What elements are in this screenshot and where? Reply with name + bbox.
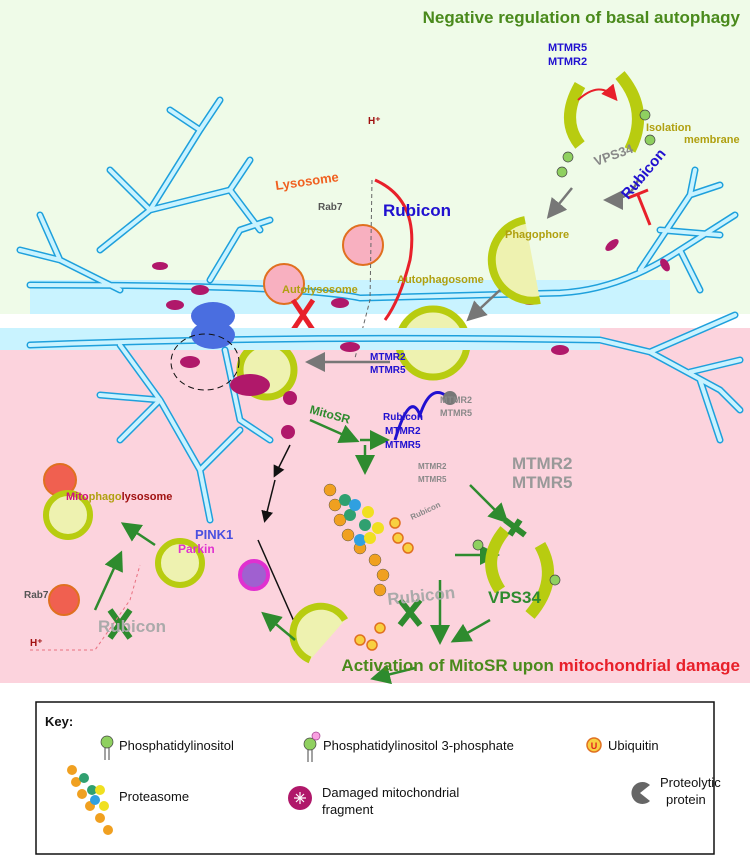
- key-label-proteasome: Proteasome: [119, 789, 189, 804]
- label-autophagosome: Autophagosome: [397, 274, 484, 286]
- label-h-plus-bottom: H⁺: [30, 638, 43, 649]
- rubicon-inhibit-arc: [374, 178, 414, 321]
- label-mitophagolysosome: Mitophagolysosome: [66, 491, 172, 503]
- ubiquitin-icon: U: [586, 737, 602, 753]
- red-arrow-mtmr: [577, 83, 618, 102]
- top-panel-background: [0, 0, 750, 314]
- label-rab7-bottom: Rab7: [24, 590, 49, 601]
- label-parkin: Parkin: [178, 542, 215, 556]
- label-mtmr2-gray: MTMR2: [440, 395, 472, 405]
- key-label-proteolytic-1: Proteolytic: [660, 775, 721, 790]
- label-mtmr5-gray: MTMR5: [440, 408, 472, 418]
- label-mtmr5-top: MTMR5: [370, 365, 406, 376]
- isolation-membrane-shape: [556, 71, 656, 178]
- key-label-proteolytic-2: protein: [666, 792, 706, 807]
- label-mtmr2-small: MTMR2: [418, 462, 447, 471]
- label-membrane: membrane: [684, 134, 740, 146]
- mtmr-protein-coil: [393, 391, 446, 441]
- block-x-icon-mtmr: [503, 517, 527, 538]
- key-box: [35, 701, 715, 855]
- isolation-membrane-bottom: [472, 526, 561, 619]
- label-vps34-bottom: VPS34: [488, 588, 541, 607]
- block-x-icon-rubicon-left: [107, 608, 133, 640]
- key-label-damaged-mito-1: Damaged mitochondrial: [322, 785, 459, 800]
- label-mtmr5: MTMR5: [548, 42, 587, 54]
- svg-text:U: U: [591, 741, 598, 751]
- block-x-icon-rubicon: [397, 598, 423, 627]
- label-rubicon-left: Rubicon: [98, 617, 166, 636]
- label-autolysosome: Autolysosome: [282, 284, 358, 296]
- key-label-damaged-mito-2: fragment: [322, 802, 374, 817]
- label-mtmr5-blue: MTMR5: [385, 440, 421, 451]
- lysosome-shape: [263, 263, 305, 305]
- key-label-ubiquitin: Ubiquitin: [608, 738, 659, 753]
- rubicon-inhibit-vps34: [636, 194, 652, 226]
- key-label-pi3p: Phosphatidylinositol 3-phosphate: [323, 738, 514, 753]
- label-rubicon-center: Rubicon: [383, 201, 451, 220]
- phagophore-mito: [289, 602, 349, 664]
- bottom-panel-background: [0, 328, 750, 683]
- label-mtmr2: MTMR2: [548, 56, 587, 68]
- mitophagolysosome-shape: [43, 490, 93, 540]
- key-title: Key:: [45, 714, 73, 729]
- proteasome-complex: [323, 483, 390, 597]
- label-h-plus: H⁺: [368, 116, 381, 127]
- bottom-title: Activation of MitoSR upon mitochondrial …: [341, 656, 740, 675]
- proteolytic-protein-icon: [631, 782, 650, 804]
- label-isolation: Isolation: [646, 122, 692, 134]
- key-label-pi: Phosphatidylinositol: [119, 738, 234, 753]
- pink1-parkin-mito: [238, 559, 270, 591]
- label-mtmr2-blue: MTMR2: [385, 426, 421, 437]
- phagophore-shape: [487, 216, 541, 305]
- label-rubicon-blue: Rubicon: [383, 412, 423, 423]
- label-phagophore: Phagophore: [505, 229, 569, 241]
- neuron-bottom: [0, 311, 744, 524]
- label-mtmr2-top: MTMR2: [370, 352, 406, 363]
- proteasome-icon: [67, 765, 113, 835]
- proteolytic-protein: [443, 391, 457, 405]
- label-pink1: PINK1: [195, 527, 233, 542]
- phosphatidylinositol-icon: [100, 735, 114, 760]
- ubiquitin-chain: [354, 517, 414, 651]
- label-mtmr2-large: MTMR2: [512, 454, 572, 473]
- lysosome-rab7: [48, 584, 80, 616]
- lysosome-center-shape: [342, 224, 384, 266]
- mitophagosome: [155, 538, 205, 588]
- top-title: Negative regulation of basal autophagy: [423, 8, 741, 27]
- damaged-mito-icon: [288, 786, 312, 810]
- pi3p-icon: [303, 731, 321, 762]
- label-rab7: Rab7: [318, 202, 343, 213]
- block-x-icon: [290, 298, 316, 332]
- label-mtmr5-large: MTMR5: [512, 473, 572, 492]
- label-mtmr5-small: MTMR5: [418, 475, 447, 484]
